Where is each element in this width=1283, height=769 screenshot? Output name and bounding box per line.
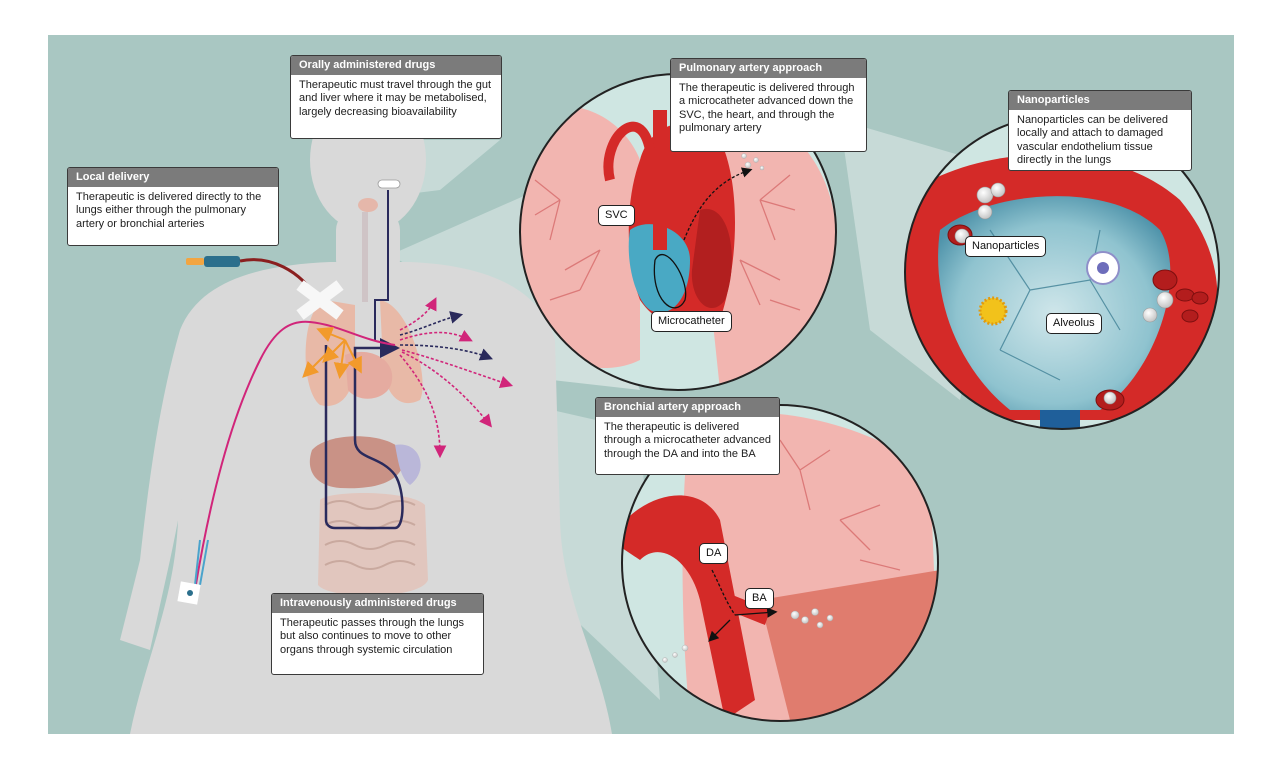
pulmonary-approach-title: Pulmonary artery approach [671, 59, 866, 78]
pulmonary-circle [519, 73, 837, 391]
iv-cannula-icon [177, 539, 209, 605]
bronchial-approach-text: The therapeutic is delivered through a m… [604, 421, 771, 460]
liver-icon [309, 436, 405, 489]
pulm-left-lung [700, 108, 836, 390]
nanoparticles-box: Nanoparticles Nanoparticles can be deliv… [1008, 90, 1192, 171]
nanoparticles-title: Nanoparticles [1009, 91, 1191, 110]
oral-drugs-title: Orally administered drugs [291, 56, 501, 75]
stomach-icon [395, 444, 421, 485]
nanoparticles-circle [904, 114, 1220, 430]
catheter-navy-route [324, 338, 404, 530]
lung-distribution-arrows [302, 327, 362, 379]
microcatheter-label: Microcatheter [651, 311, 732, 332]
local-delivery-box: Local delivery Therapeutic is delivered … [67, 167, 279, 246]
microcatheter-line [653, 253, 687, 309]
oral-drugs-text: Therapeutic must travel through the gut … [299, 79, 491, 118]
local-delivery-text: Therapeutic is delivered directly to the… [76, 191, 262, 230]
catheter-magenta-route [194, 320, 396, 591]
ba-label: BA [745, 588, 774, 609]
organs [305, 198, 428, 596]
nanoparticles-label: Nanoparticles [965, 236, 1047, 257]
iv-drugs-title: Intravenously administered drugs [272, 594, 483, 613]
pathogen-icon [978, 296, 1008, 326]
iv-drugs-box: Intravenously administered drugs Therape… [271, 593, 484, 675]
systemic-arrows [399, 297, 514, 459]
svc-label: SVC [598, 205, 635, 226]
pill-icon [377, 179, 401, 189]
oral-drugs-box: Orally administered drugs Therapeutic mu… [290, 55, 502, 139]
bronchial-approach-box: Bronchial artery approach The therapeuti… [595, 397, 780, 475]
da-label: DA [699, 543, 729, 564]
oral-route-line [374, 190, 389, 340]
right-atrium [628, 224, 690, 313]
iv-drugs-text: Therapeutic passes through the lungs but… [280, 617, 465, 656]
esophagus-icon [362, 212, 368, 302]
syringe-icon [186, 256, 344, 320]
thyroid-icon [358, 198, 378, 212]
local-delivery-title: Local delivery [68, 168, 278, 187]
alveolus-label: Alveolus [1046, 313, 1102, 334]
right-lung-icon [305, 300, 355, 406]
pulmonary-approach-box: Pulmonary artery approach The therapeuti… [670, 58, 867, 152]
nanoparticle-icon [954, 182, 1174, 405]
pulmonary-approach-text: The therapeutic is delivered through a m… [679, 82, 855, 134]
bronchial-approach-title: Bronchial artery approach [596, 398, 779, 417]
nanoparticles-text: Nanoparticles can be delivered locally a… [1017, 114, 1169, 166]
